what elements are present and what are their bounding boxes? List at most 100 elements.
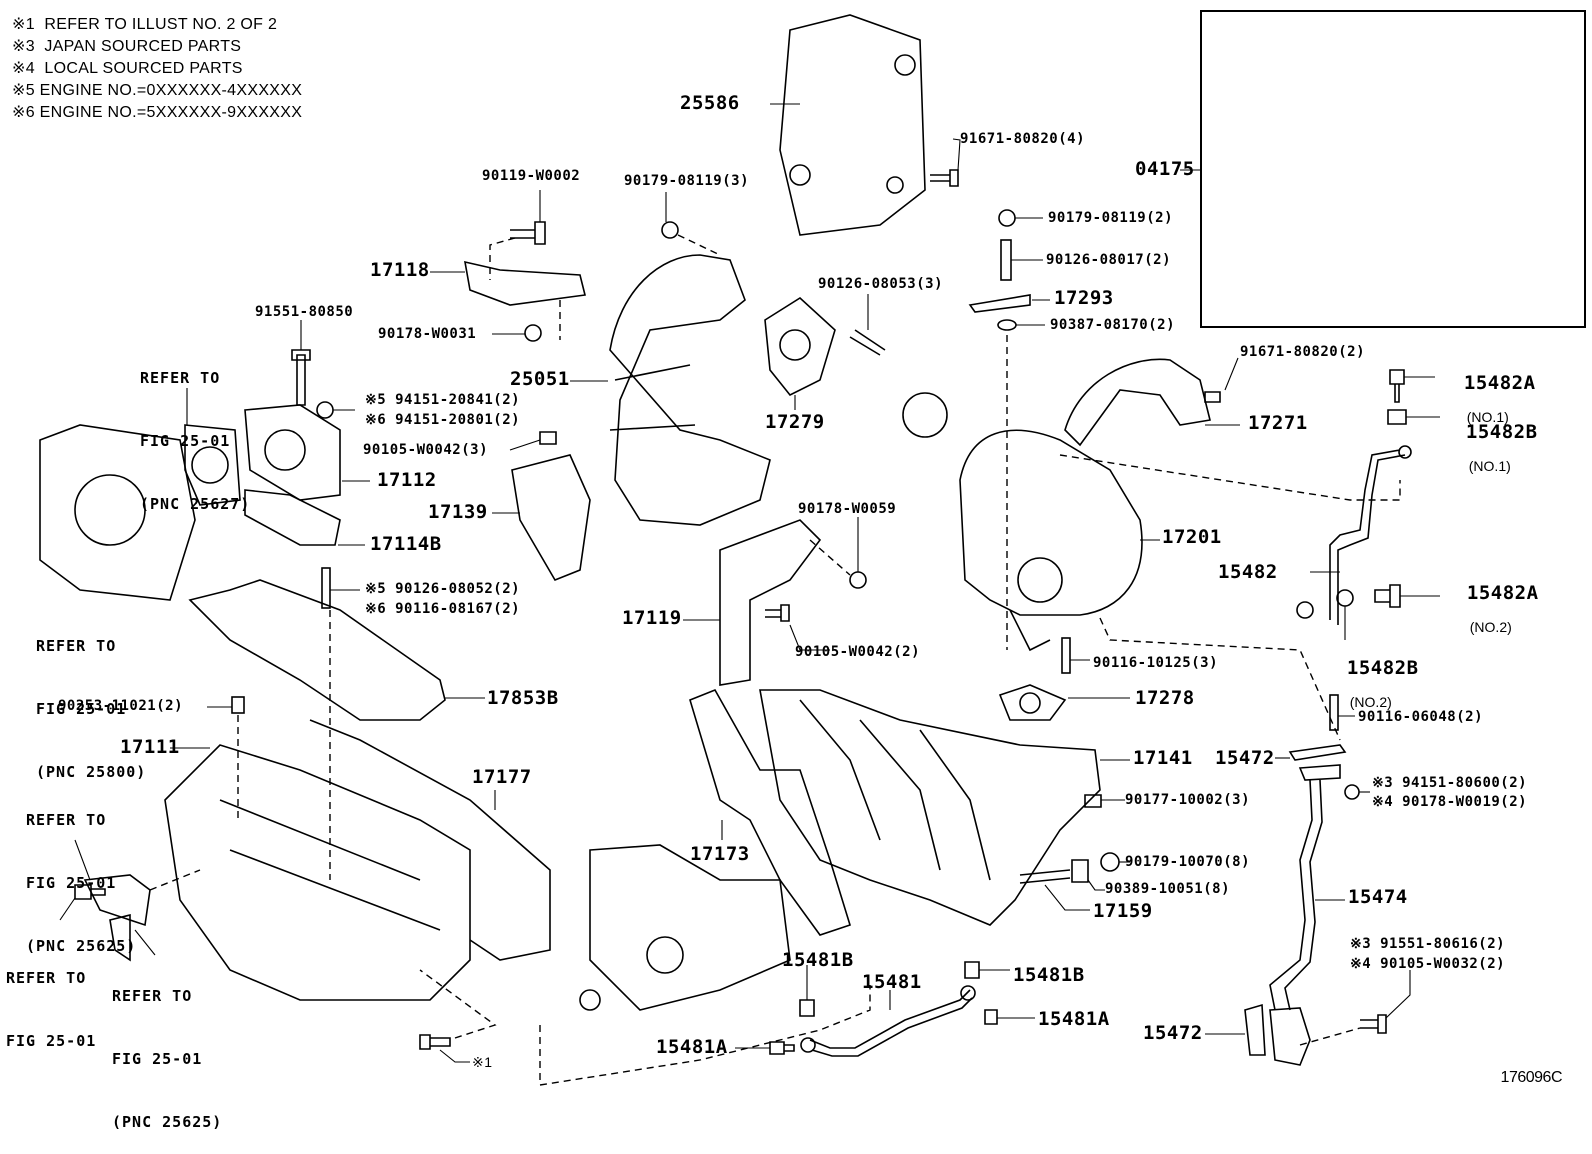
part-label-90178-W0019[interactable]: ※4 90178-W0019(2): [1372, 794, 1528, 810]
part-number: 15482B: [1465, 421, 1538, 443]
note-4: ※4 LOCAL SOURCED PARTS: [12, 60, 243, 77]
part-label-90126-08052[interactable]: ※5 90126-08052(2): [365, 581, 521, 597]
part-label-17173[interactable]: 17173: [690, 843, 750, 865]
part-label-17112[interactable]: 17112: [377, 469, 437, 491]
part-label-15481[interactable]: 15481: [862, 971, 922, 993]
note-6: ※6 ENGINE NO.=5XXXXXX-9XXXXXX: [12, 104, 303, 121]
part-label-90178-W0031[interactable]: 90178-W0031: [378, 326, 477, 342]
part-label-91551-80850[interactable]: 91551-80850: [255, 304, 354, 320]
part-label-17201[interactable]: 17201: [1162, 526, 1222, 548]
part-label-90179-08119-3[interactable]: 90179-08119(3): [624, 173, 750, 189]
figure-id: 176096C: [1500, 1069, 1563, 1086]
part-label-17119[interactable]: 17119: [622, 607, 682, 629]
part-label-94151-20841[interactable]: ※5 94151-20841(2): [365, 392, 521, 408]
part-label-17139[interactable]: 17139: [428, 501, 488, 523]
part-label-17293[interactable]: 17293: [1054, 287, 1114, 309]
part-label-90253-11021-2[interactable]: 90253-11021(2): [58, 698, 184, 714]
part-label-90179-10070-8[interactable]: 90179-10070(8): [1125, 854, 1251, 870]
part-label-15482B-no1[interactable]: 15482B (NO.1): [1442, 405, 1538, 491]
part-label-15481A-left[interactable]: 15481A: [656, 1036, 728, 1058]
part-label-15482A-no1[interactable]: 15482A (NO.1): [1440, 356, 1536, 442]
note-5: ※5 ENGINE NO.=0XXXXXX-4XXXXXX: [12, 82, 303, 99]
reference-pnc-25627: REFER TO FIG 25-01 (PNC 25627): [140, 326, 250, 536]
part-label-90389-10051-8[interactable]: 90389-10051(8): [1105, 881, 1231, 897]
part-label-15482[interactable]: 15482: [1218, 561, 1278, 583]
turbocharger-17201-shape: [959, 429, 1143, 616]
part-label-17111[interactable]: 17111: [120, 736, 180, 758]
part-label-15482B-no2[interactable]: 15482B (NO.2): [1323, 641, 1419, 727]
part-number: 15482B: [1346, 657, 1419, 679]
part-label-90116-08167[interactable]: ※6 90116-08167(2): [365, 601, 521, 617]
part-label-17271[interactable]: 17271: [1248, 412, 1308, 434]
part-label-91671-80820-4[interactable]: 91671-80820(4): [960, 131, 1086, 147]
part-label-90177-10002-3[interactable]: 90177-10002(3): [1125, 792, 1251, 808]
part-label-94151-20801[interactable]: ※6 94151-20801(2): [365, 412, 521, 428]
part-label-17279[interactable]: 17279: [765, 411, 825, 433]
part-label-25051[interactable]: 25051: [510, 368, 570, 390]
part-label-90105-W0042-3[interactable]: 90105-W0042(3): [363, 442, 489, 458]
part-number: 15482A: [1466, 582, 1539, 604]
throttle-body-shape: [39, 424, 196, 601]
part-label-90179-08119-2[interactable]: 90179-08119(2): [1048, 210, 1174, 226]
exploded-parts-drawing: [39, 14, 1440, 1086]
part-label-90116-06048-2[interactable]: 90116-06048(2): [1358, 709, 1484, 725]
part-label-15474[interactable]: 15474: [1348, 886, 1408, 908]
converter-25051-shape: [609, 254, 771, 526]
gasket-17279-shape: [764, 296, 836, 397]
gasket-17173-shape: [689, 688, 851, 936]
part-label-91551-80616[interactable]: ※3 91551-80616(2): [1350, 936, 1506, 952]
ref-line: REFER TO: [140, 369, 221, 387]
part-label-17278[interactable]: 17278: [1135, 687, 1195, 709]
part-label-15481B-right[interactable]: 15481B: [1013, 964, 1085, 986]
exhaust-manifold-17141-shape: [759, 689, 1101, 926]
part-label-17118[interactable]: 17118: [370, 259, 430, 281]
insulator-hole: [886, 176, 904, 194]
part-label-90119-W0002[interactable]: 90119-W0002: [482, 168, 581, 184]
ref-line: REFER TO: [6, 969, 87, 987]
gasket-17114b-shape: [244, 489, 341, 546]
ref-line: REFER TO: [36, 637, 117, 655]
part-label-15472-top[interactable]: 15472: [1215, 747, 1275, 769]
legend-notes: ※1 REFER TO ILLUST NO. 2 OF 2 ※3 JAPAN S…: [12, 14, 302, 124]
part-label-17141[interactable]: 17141: [1133, 747, 1193, 769]
part-label-15481A-right[interactable]: 15481A: [1038, 1008, 1110, 1030]
part-label-17159[interactable]: 17159: [1093, 900, 1153, 922]
oil-pipe-15481-shape: [809, 989, 971, 1049]
part-label-90126-08053-3[interactable]: 90126-08053(3): [818, 276, 944, 292]
part-label-15482A-no2[interactable]: 15482A (NO.2): [1443, 566, 1539, 652]
ref-line: (PNC 25800): [36, 763, 147, 781]
part-label-90178-W0059[interactable]: 90178-W0059: [798, 501, 897, 517]
ref-line: FIG 25-01: [112, 1050, 203, 1068]
part-variant: (NO.2): [1349, 694, 1392, 710]
part-label-90126-08017-2[interactable]: 90126-08017(2): [1046, 252, 1172, 268]
part-variant: (NO.1): [1466, 409, 1509, 425]
part-label-17114B[interactable]: 17114B: [370, 533, 442, 555]
bracket-17139-shape: [511, 454, 591, 581]
plate-17293-shape: [968, 294, 1031, 313]
gasket-17278-shape: [998, 684, 1067, 721]
ref-line: (PNC 25625): [112, 1113, 223, 1131]
part-label-90387-08170-2[interactable]: 90387-08170(2): [1050, 317, 1176, 333]
spacer-17112-shape: [244, 404, 341, 501]
insulator-17271-shape: [1064, 358, 1211, 447]
reference-fig-25-01: REFER TO FIG 25-01: [6, 926, 96, 1073]
part-label-94151-80600[interactable]: ※3 94151-80600(2): [1372, 775, 1528, 791]
part-label-91671-80820-2[interactable]: 91671-80820(2): [1240, 344, 1366, 360]
note-3: ※3 JAPAN SOURCED PARTS: [12, 38, 242, 55]
part-label-25586[interactable]: 25586: [680, 92, 740, 114]
gasket-kit-inset: [1200, 10, 1586, 328]
part-label-04175[interactable]: 04175: [1135, 158, 1195, 180]
part-label-15472-bottom[interactable]: 15472: [1143, 1022, 1203, 1044]
part-label-17853B[interactable]: 17853B: [487, 687, 559, 709]
cylinder-head-shape: [589, 844, 791, 1011]
part-label-17177[interactable]: 17177: [472, 766, 532, 788]
gasket-15472-top-shape: [1288, 744, 1347, 761]
bolt-91671-shape: [930, 169, 959, 187]
part-label-90105-W0032[interactable]: ※4 90105-W0032(2): [1350, 956, 1506, 972]
part-label-90105-W0042-2[interactable]: 90105-W0042(2): [795, 644, 921, 660]
note-1: ※1 REFER TO ILLUST NO. 2 OF 2: [12, 16, 278, 33]
part-label-90116-10125-3[interactable]: 90116-10125(3): [1093, 655, 1219, 671]
ref-line: FIG 25-01: [6, 1032, 97, 1050]
part-label-15481B-left[interactable]: 15481B: [782, 949, 854, 971]
insulator-hole: [789, 164, 811, 186]
